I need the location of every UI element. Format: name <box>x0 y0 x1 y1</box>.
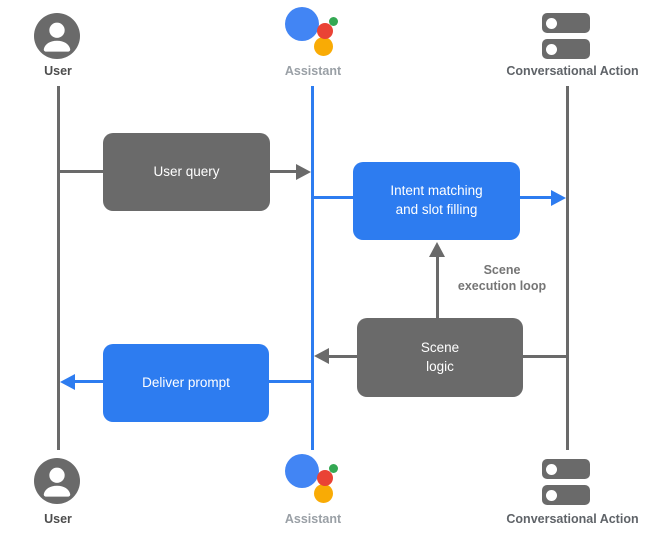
assistant-lifeline <box>311 86 314 450</box>
assistant-blue-dot <box>285 454 319 488</box>
user-lifeline <box>57 86 60 450</box>
assistant-label-top: Assistant <box>284 64 342 78</box>
assistant-red-dot <box>317 470 333 486</box>
intent-matching-box: Intent matching and slot filling <box>353 162 520 240</box>
assistant-icon <box>283 452 341 504</box>
server-tray <box>542 13 590 33</box>
user-label-top: User <box>44 64 72 78</box>
server-led <box>546 43 557 55</box>
assistant-red-dot <box>317 23 333 39</box>
server-icon <box>542 13 590 59</box>
assistant-green-dot <box>329 464 338 473</box>
server-tray <box>542 459 590 479</box>
user-query-box: User query <box>103 133 270 211</box>
assistant-label-bottom: Assistant <box>284 512 342 526</box>
scene-logic-box: Scene logic <box>357 318 523 397</box>
server-led <box>546 489 557 501</box>
conversational-action-lifeline <box>566 86 569 450</box>
conversational-action-label-bottom: Conversational Action <box>506 512 639 526</box>
server-icon <box>542 459 590 505</box>
server-tray <box>542 485 590 505</box>
scene-loop-arrow-line <box>436 255 439 318</box>
scene-execution-loop-label: Scene execution loop <box>457 263 547 293</box>
user-icon <box>34 458 80 504</box>
assistant-yellow-dot <box>314 37 333 56</box>
assistant-icon <box>283 5 341 57</box>
intent-arrowhead-right-icon <box>551 190 566 206</box>
assistant-green-dot <box>329 17 338 26</box>
user-label-bottom: User <box>44 512 72 526</box>
assistant-blue-dot <box>285 7 319 41</box>
assistant-yellow-dot <box>314 484 333 503</box>
scene-loop-arrowhead-up-icon <box>429 242 445 257</box>
deliver-prompt-box: Deliver prompt <box>103 344 269 422</box>
conversational-action-label-top: Conversational Action <box>506 64 639 78</box>
server-tray <box>542 39 590 59</box>
deliver-prompt-arrowhead-left-icon <box>60 374 75 390</box>
server-led <box>546 17 557 29</box>
user-query-arrowhead-right-icon <box>296 164 311 180</box>
user-icon <box>34 13 80 59</box>
server-led <box>546 463 557 475</box>
scene-logic-arrowhead-left-icon <box>314 348 329 364</box>
